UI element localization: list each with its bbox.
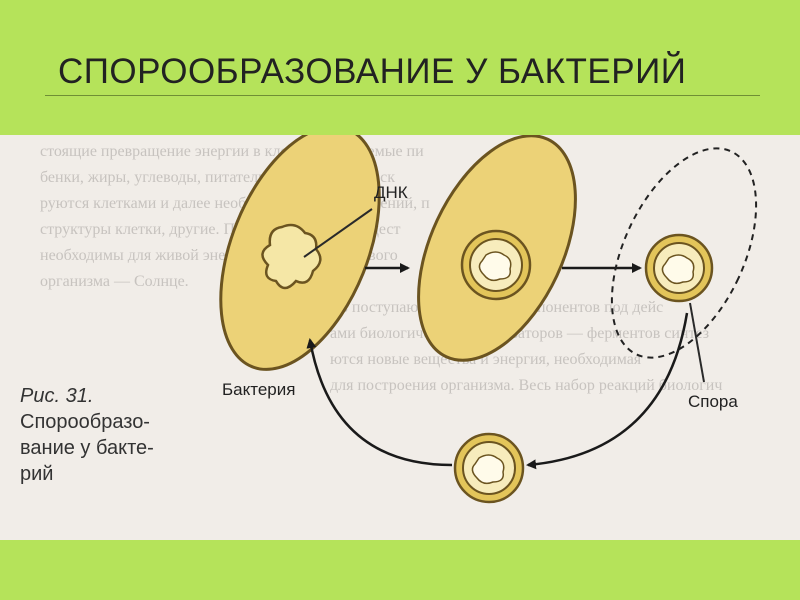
spore-pointer-line bbox=[689, 302, 705, 383]
dna-label: ДНК bbox=[374, 183, 408, 202]
arrow-germination-to-bacterium bbox=[306, 338, 453, 467]
dissolving-cell-outline bbox=[610, 147, 758, 359]
figure-caption-label: Рис. 31. bbox=[20, 385, 94, 407]
figure-caption: Рис. 31. Спорообразо- вание у бакте- рий bbox=[20, 383, 180, 487]
dna-pointer-line bbox=[303, 208, 373, 258]
forespore-core bbox=[478, 251, 512, 282]
germinating-spore-core bbox=[471, 454, 505, 485]
bacterium-label: Бактерия bbox=[222, 380, 296, 399]
slide-title: СПОРООБРАЗОВАНИЕ У БАКТЕРИЙ bbox=[58, 52, 687, 91]
title-band bbox=[0, 0, 800, 135]
title-divider bbox=[45, 95, 760, 96]
bg-line: организма — Солнце. bbox=[40, 273, 189, 290]
figure-caption-text: Спорообразо- вание у бакте- рий bbox=[20, 411, 154, 485]
sporulation-diagram bbox=[219, 135, 758, 504]
bg-line: ются новые вещества и энергия, необходим… bbox=[330, 351, 642, 368]
scanned-figure: стоящие превращение энергии в клетке. По… bbox=[0, 135, 800, 540]
bg-line: для построения организма. Весь набор реа… bbox=[330, 377, 723, 394]
spore-label: Спора bbox=[688, 392, 738, 411]
spore-core bbox=[661, 254, 695, 285]
dna-blob bbox=[261, 223, 322, 290]
footer-band bbox=[0, 540, 800, 600]
arrow-spore-to-germination bbox=[526, 312, 689, 470]
